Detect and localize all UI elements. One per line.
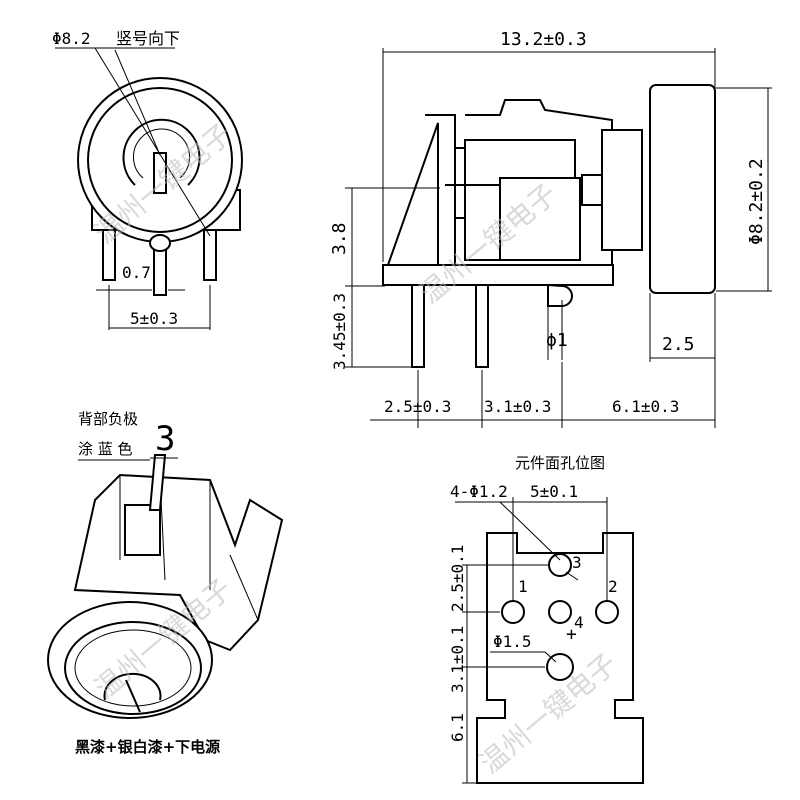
pcb-pin-label-4: 4 — [574, 613, 584, 632]
pcb-hole-2 — [595, 600, 619, 624]
side-view: 13.2±0.3 Φ8.2±0.2 3.8 3.45±0.3 ϕ1 2.5 2.… — [329, 29, 772, 428]
side-wedge — [386, 122, 439, 266]
front-pin-width-label: 0.7 — [122, 263, 151, 282]
pcb-vertical-2-label: 3.1±0.1 — [448, 626, 467, 693]
side-length-label: 13.2±0.3 — [500, 29, 587, 50]
side-offset-3-label: 6.1±0.3 — [612, 397, 679, 416]
pcb-outline — [476, 532, 644, 784]
side-cap — [649, 84, 716, 294]
power-symbol-icon — [122, 118, 201, 186]
iso-power-icon — [103, 672, 162, 701]
iso-cap-face — [64, 621, 202, 715]
front-orientation-note: 竖号向下 — [116, 29, 180, 48]
side-cap-thickness-label: 2.5 — [662, 334, 695, 355]
pcb-large-hole-label: Φ1.5 — [493, 632, 532, 651]
side-led-diameter-label: ϕ1 — [546, 330, 568, 351]
pcb-pin-label-1: 1 — [518, 577, 528, 596]
front-pin-right — [203, 229, 217, 281]
side-offset-1-label: 2.5±0.3 — [384, 397, 451, 416]
front-led — [149, 234, 171, 252]
power-symbol-bar — [153, 152, 167, 194]
pcb-plus-mark: + — [566, 624, 577, 645]
side-body-height-label: 3.8 — [329, 222, 350, 255]
front-view: 0.7 5±0.3 Φ8.2 竖号向下 — [52, 29, 243, 330]
iso-pin-3 — [148, 454, 167, 511]
pcb-pin-label-2: 2 — [608, 577, 618, 596]
side-pin-2 — [475, 284, 489, 368]
side-pin-1 — [411, 284, 425, 368]
front-pin-center — [153, 249, 167, 296]
side-led — [547, 283, 573, 307]
front-diameter-label: Φ8.2 — [52, 29, 91, 48]
pcb-vertical-3-label: 6.1 — [448, 713, 467, 742]
pcb-hole-3 — [548, 553, 572, 577]
pcb-title: 元件面孔位图 — [515, 454, 605, 472]
pcb-pitch-label: 5±0.1 — [530, 482, 578, 501]
pcb-hole-4 — [548, 600, 572, 624]
pcb-vertical-1-label: 2.5±0.1 — [448, 545, 467, 612]
iso-note-line1: 背部负极 — [78, 410, 138, 428]
front-pin-pitch-label: 5±0.3 — [130, 309, 178, 328]
side-cap-diameter-label: Φ8.2±0.2 — [746, 158, 767, 245]
iso-pin-number: 3 — [155, 419, 175, 459]
front-cap-inner — [87, 87, 233, 233]
pcb-layout: 元件面孔位图 1 2 3 4 + 4-Φ1.2 5±0.1 Φ1.5 2.5± — [448, 454, 644, 784]
isometric-view: 背部负极 涂 蓝 色 3 黑漆+银白漆+下电源 — [47, 410, 284, 756]
pcb-hole-1 — [501, 600, 525, 624]
iso-note-line2: 涂 蓝 色 — [78, 440, 133, 458]
iso-caption: 黑漆+银白漆+下电源 — [75, 738, 220, 756]
front-pin-left — [102, 229, 116, 281]
side-pin-length-label: 3.45±0.3 — [330, 293, 349, 370]
side-offset-2-label: 3.1±0.3 — [484, 397, 551, 416]
pcb-pin-label-3: 3 — [572, 553, 582, 572]
pcb-hole-large — [546, 653, 574, 681]
pcb-hole-label: 4-Φ1.2 — [450, 482, 508, 501]
